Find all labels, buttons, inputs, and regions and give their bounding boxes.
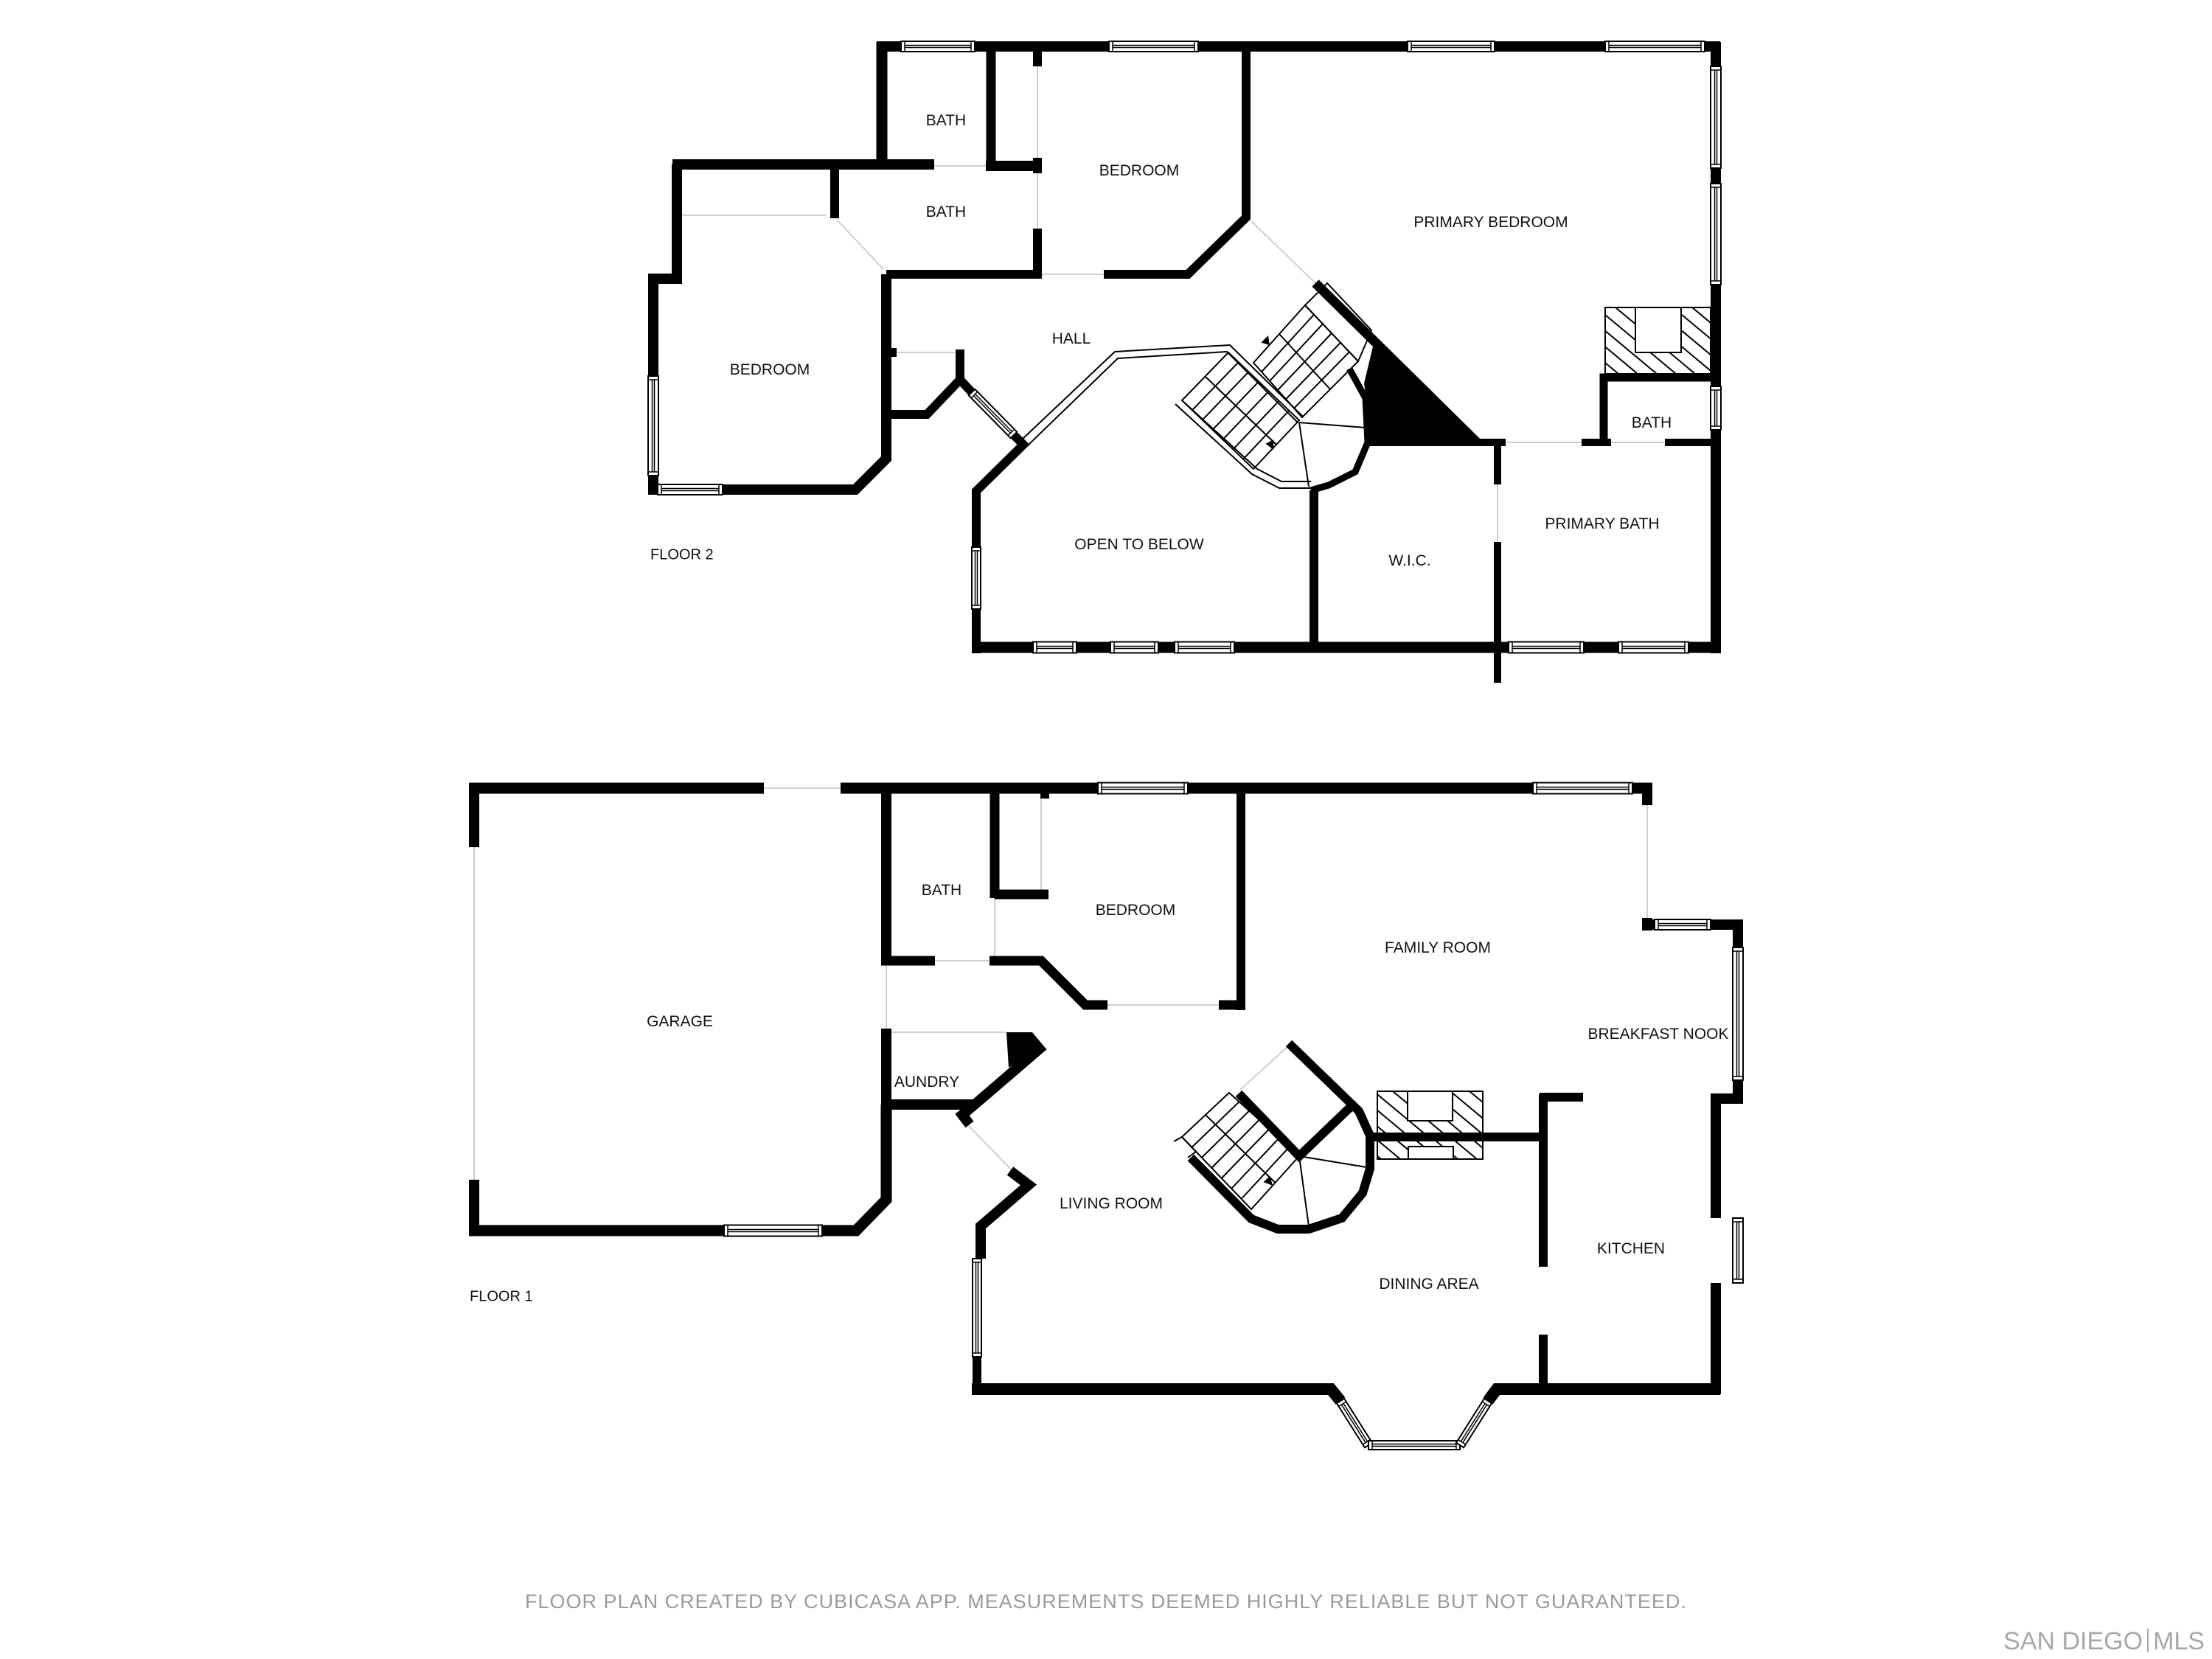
solid-wall-block	[1364, 347, 1477, 445]
staircase-outline	[1180, 1091, 1301, 1211]
door-opening	[1239, 1045, 1290, 1091]
window-icon	[1508, 641, 1585, 654]
window-icon	[1368, 1440, 1461, 1450]
stair-railing	[1020, 344, 1304, 441]
stair-landing-line	[1298, 422, 1310, 487]
window-icon	[972, 1258, 982, 1357]
wall	[1310, 366, 1371, 494]
wall	[886, 349, 964, 419]
stair-landing-line	[1298, 1155, 1367, 1168]
wall	[1483, 1383, 1720, 1405]
window-icon	[1110, 641, 1159, 654]
san-diego-mls-logo: SAN DIEGO MLS	[2003, 1627, 2205, 1656]
fireplace-hatch	[1605, 307, 1711, 374]
wall	[648, 164, 891, 495]
stair-railing	[1175, 403, 1311, 489]
window-icon	[1710, 183, 1722, 285]
wall	[972, 1383, 1346, 1405]
wall	[956, 376, 975, 396]
footer-disclaimer: FLOOR PLAN CREATED BY CUBICASA APP. MEAS…	[525, 1590, 1687, 1613]
window-icon	[657, 484, 723, 495]
logo-divider	[2147, 1629, 2149, 1652]
wall	[1104, 46, 1251, 279]
door-opening	[967, 1124, 1015, 1173]
wall	[972, 431, 1030, 547]
window-icon	[1174, 641, 1235, 654]
window-icon	[971, 546, 981, 610]
wall	[955, 1041, 1047, 1128]
door-opening	[836, 219, 884, 270]
stair-railing	[1181, 400, 1311, 482]
window-icon	[1654, 919, 1711, 931]
wall	[1599, 373, 1716, 442]
wall	[1235, 1090, 1355, 1163]
stair-landing-line	[1298, 1155, 1310, 1227]
window-icon	[1097, 782, 1189, 795]
stair-direction-arrow-icon	[1265, 439, 1274, 450]
window-icon	[1335, 1397, 1374, 1449]
wall	[975, 1166, 1037, 1259]
wall	[1711, 919, 1743, 947]
stair-railing	[1027, 350, 1298, 446]
wall	[1312, 279, 1481, 446]
window-icon	[1532, 782, 1633, 795]
fireplace-firebox	[1635, 307, 1682, 353]
solid-wall-block	[1006, 1032, 1043, 1068]
window-icon	[723, 1224, 823, 1237]
stair-direction-arrow-icon	[1263, 1176, 1273, 1186]
window-icon	[647, 375, 659, 476]
fireplace-firebox	[1408, 1146, 1454, 1160]
window-icon	[967, 388, 1018, 439]
wall	[1187, 1040, 1374, 1234]
logo-text-san-diego: SAN DIEGO	[2003, 1627, 2143, 1655]
window-icon	[1618, 641, 1689, 654]
fireplace-firebox	[1407, 1091, 1453, 1121]
window-icon	[1732, 947, 1744, 1081]
window-icon	[1455, 1397, 1493, 1449]
window-icon	[1710, 66, 1722, 169]
window-icon	[1604, 41, 1705, 52]
stair-centerline	[1279, 333, 1331, 390]
window-icon	[1407, 41, 1495, 52]
staircase-outline	[1180, 351, 1301, 470]
logo-text-mls: MLS	[2153, 1627, 2205, 1655]
window-icon	[1032, 641, 1077, 654]
window-icon	[1732, 1217, 1744, 1284]
floor-1-plan	[469, 782, 1744, 1450]
floor-2-plan	[647, 41, 1722, 683]
wall	[1711, 1080, 1743, 1218]
stair-centerline	[1204, 375, 1277, 445]
window-icon	[900, 41, 975, 52]
stair-landing-line	[1298, 422, 1366, 428]
window-icon	[1108, 41, 1199, 52]
window-icon	[1710, 386, 1722, 431]
stair-centerline	[1205, 1114, 1276, 1183]
door-opening	[1251, 220, 1316, 284]
stair-direction-arrow-icon	[1261, 335, 1270, 346]
wall	[822, 1105, 892, 1237]
wall	[990, 956, 1107, 1010]
